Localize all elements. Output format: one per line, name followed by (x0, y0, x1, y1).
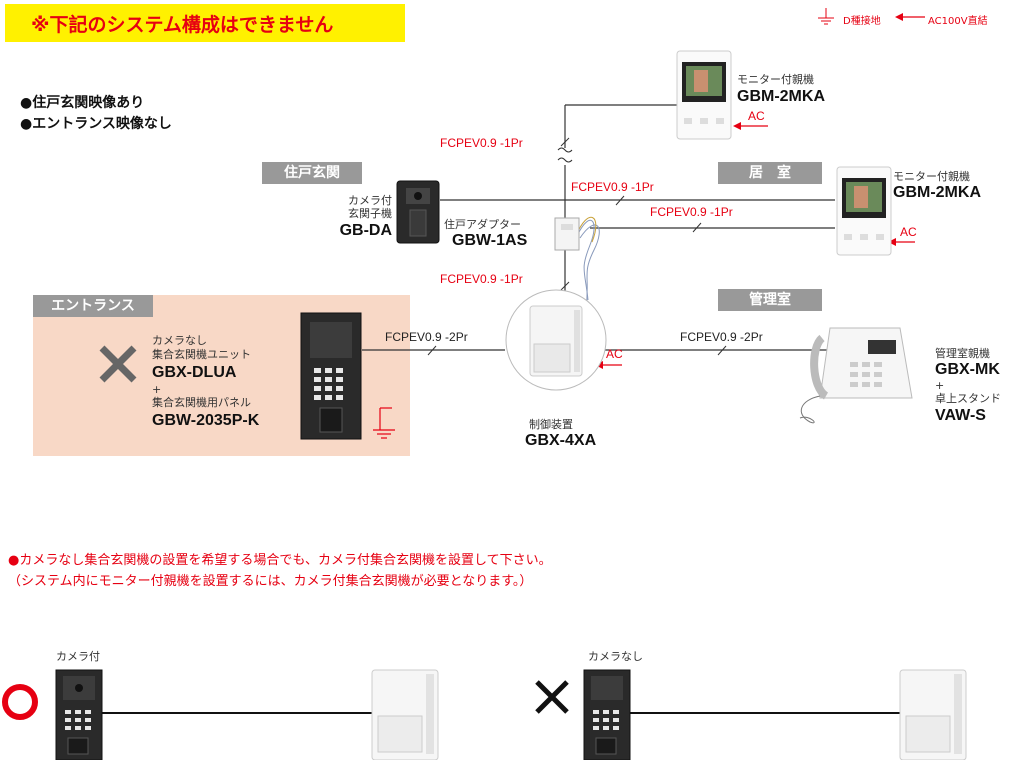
entrance-unit-plus: + (152, 383, 162, 396)
adapter-model: GBW-1AS (452, 232, 528, 249)
ok-controller-icon (371, 669, 439, 760)
monitor-room-icon (836, 166, 892, 256)
cable-label-door: FCPEV0.9 -1Pr (571, 180, 654, 194)
manager-station-icon (799, 327, 913, 424)
entrance-ground-icon (373, 407, 395, 439)
controller-label: 制御装置 (529, 418, 573, 431)
manager-station-label2: 卓上スタンド (935, 392, 1001, 405)
ng-cross-icon (535, 680, 569, 714)
ac-arrow-legend-icon (895, 13, 925, 21)
entrance-unit-label3: 集合玄関機用パネル (152, 396, 251, 409)
monitor-room-label: モニター付親機 (893, 170, 970, 183)
entrance-unit-model2: GBW-2035P-K (152, 412, 260, 429)
ac-label-controller: AC (606, 347, 623, 361)
monitor-top-label: モニター付親機 (737, 73, 814, 86)
cross-mark-icon (99, 345, 137, 383)
section-juko-genkan: 住戸玄関 (262, 162, 362, 184)
controller-icon (505, 289, 607, 391)
cable-label-upper: FCPEV0.9 -1Pr (440, 136, 523, 150)
example-ng-label: カメラなし (588, 650, 643, 663)
wiring-diagram (362, 104, 915, 439)
entrance-unit-label1: カメラなし (152, 334, 207, 347)
ng-panel-icon (583, 669, 631, 760)
note-line-1: ●カメラなし集合玄関機の設置を希望する場合でも、カメラ付集合玄関機を設置して下さ… (8, 553, 552, 568)
wire-break-symbol (557, 147, 573, 163)
monitor-top-model: GBM-2MKA (737, 88, 825, 105)
legend-ac-label: AC100V直結 (928, 16, 988, 27)
bottom-examples (2, 669, 967, 760)
entrance-panel-icon (300, 312, 362, 440)
ground-legend-icon (818, 8, 834, 25)
note-line-2: （システム内にモニター付親機を設置するには、カメラ付集合玄関機が必要となります。… (8, 574, 533, 589)
manager-station-plus: + (935, 379, 945, 392)
ac-label-room-monitor: AC (900, 225, 917, 239)
section-kyoshitsu: 居 室 (718, 162, 822, 184)
door-station-model: GB-DA (339, 222, 392, 239)
adapter-icon (554, 217, 580, 251)
adapter-label: 住戸アダプター (444, 218, 521, 231)
legend-ground-label: D種接地 (843, 16, 881, 27)
ac-label-top-monitor: AC (748, 109, 765, 123)
ok-circle-icon (2, 684, 38, 720)
monitor-top-icon (676, 50, 732, 140)
warning-banner: ※下記のシステム構成はできません (5, 4, 405, 42)
section-entrance: エントランス (33, 295, 153, 317)
door-station-label1: カメラ付 (348, 194, 392, 207)
cable-label-room: FCPEV0.9 -1Pr (650, 205, 733, 219)
example-ok-label: カメラ付 (56, 650, 100, 663)
entrance-unit-label2: 集合玄関機ユニット (152, 348, 251, 361)
cable-label-lower: FCPEV0.9 -1Pr (440, 272, 523, 286)
section-kanrishitsu: 管理室 (718, 289, 822, 311)
bullet-door-video: ●住戸玄関映像あり (20, 95, 145, 111)
cable-label-entrance: FCPEV0.9 -2Pr (385, 330, 468, 344)
manager-station-model2: VAW-S (935, 407, 986, 424)
controller-model: GBX-4XA (525, 432, 597, 449)
warning-banner-text: ※下記のシステム構成はできません (31, 14, 334, 36)
manager-station-model1: GBX-MK (935, 361, 1000, 378)
adapter-wires (577, 219, 600, 311)
ng-controller-icon (899, 669, 967, 760)
door-station-label2: 玄関子機 (348, 207, 392, 220)
ok-panel-icon (55, 669, 103, 760)
entrance-unit-model1: GBX-DLUA (152, 364, 237, 381)
bullet-entrance-no-video: ●エントランス映像なし (20, 116, 172, 132)
door-station-icon (396, 180, 440, 244)
cable-label-manager: FCPEV0.9 -2Pr (680, 330, 763, 344)
manager-station-label: 管理室親機 (935, 347, 990, 360)
monitor-room-model: GBM-2MKA (893, 184, 981, 201)
